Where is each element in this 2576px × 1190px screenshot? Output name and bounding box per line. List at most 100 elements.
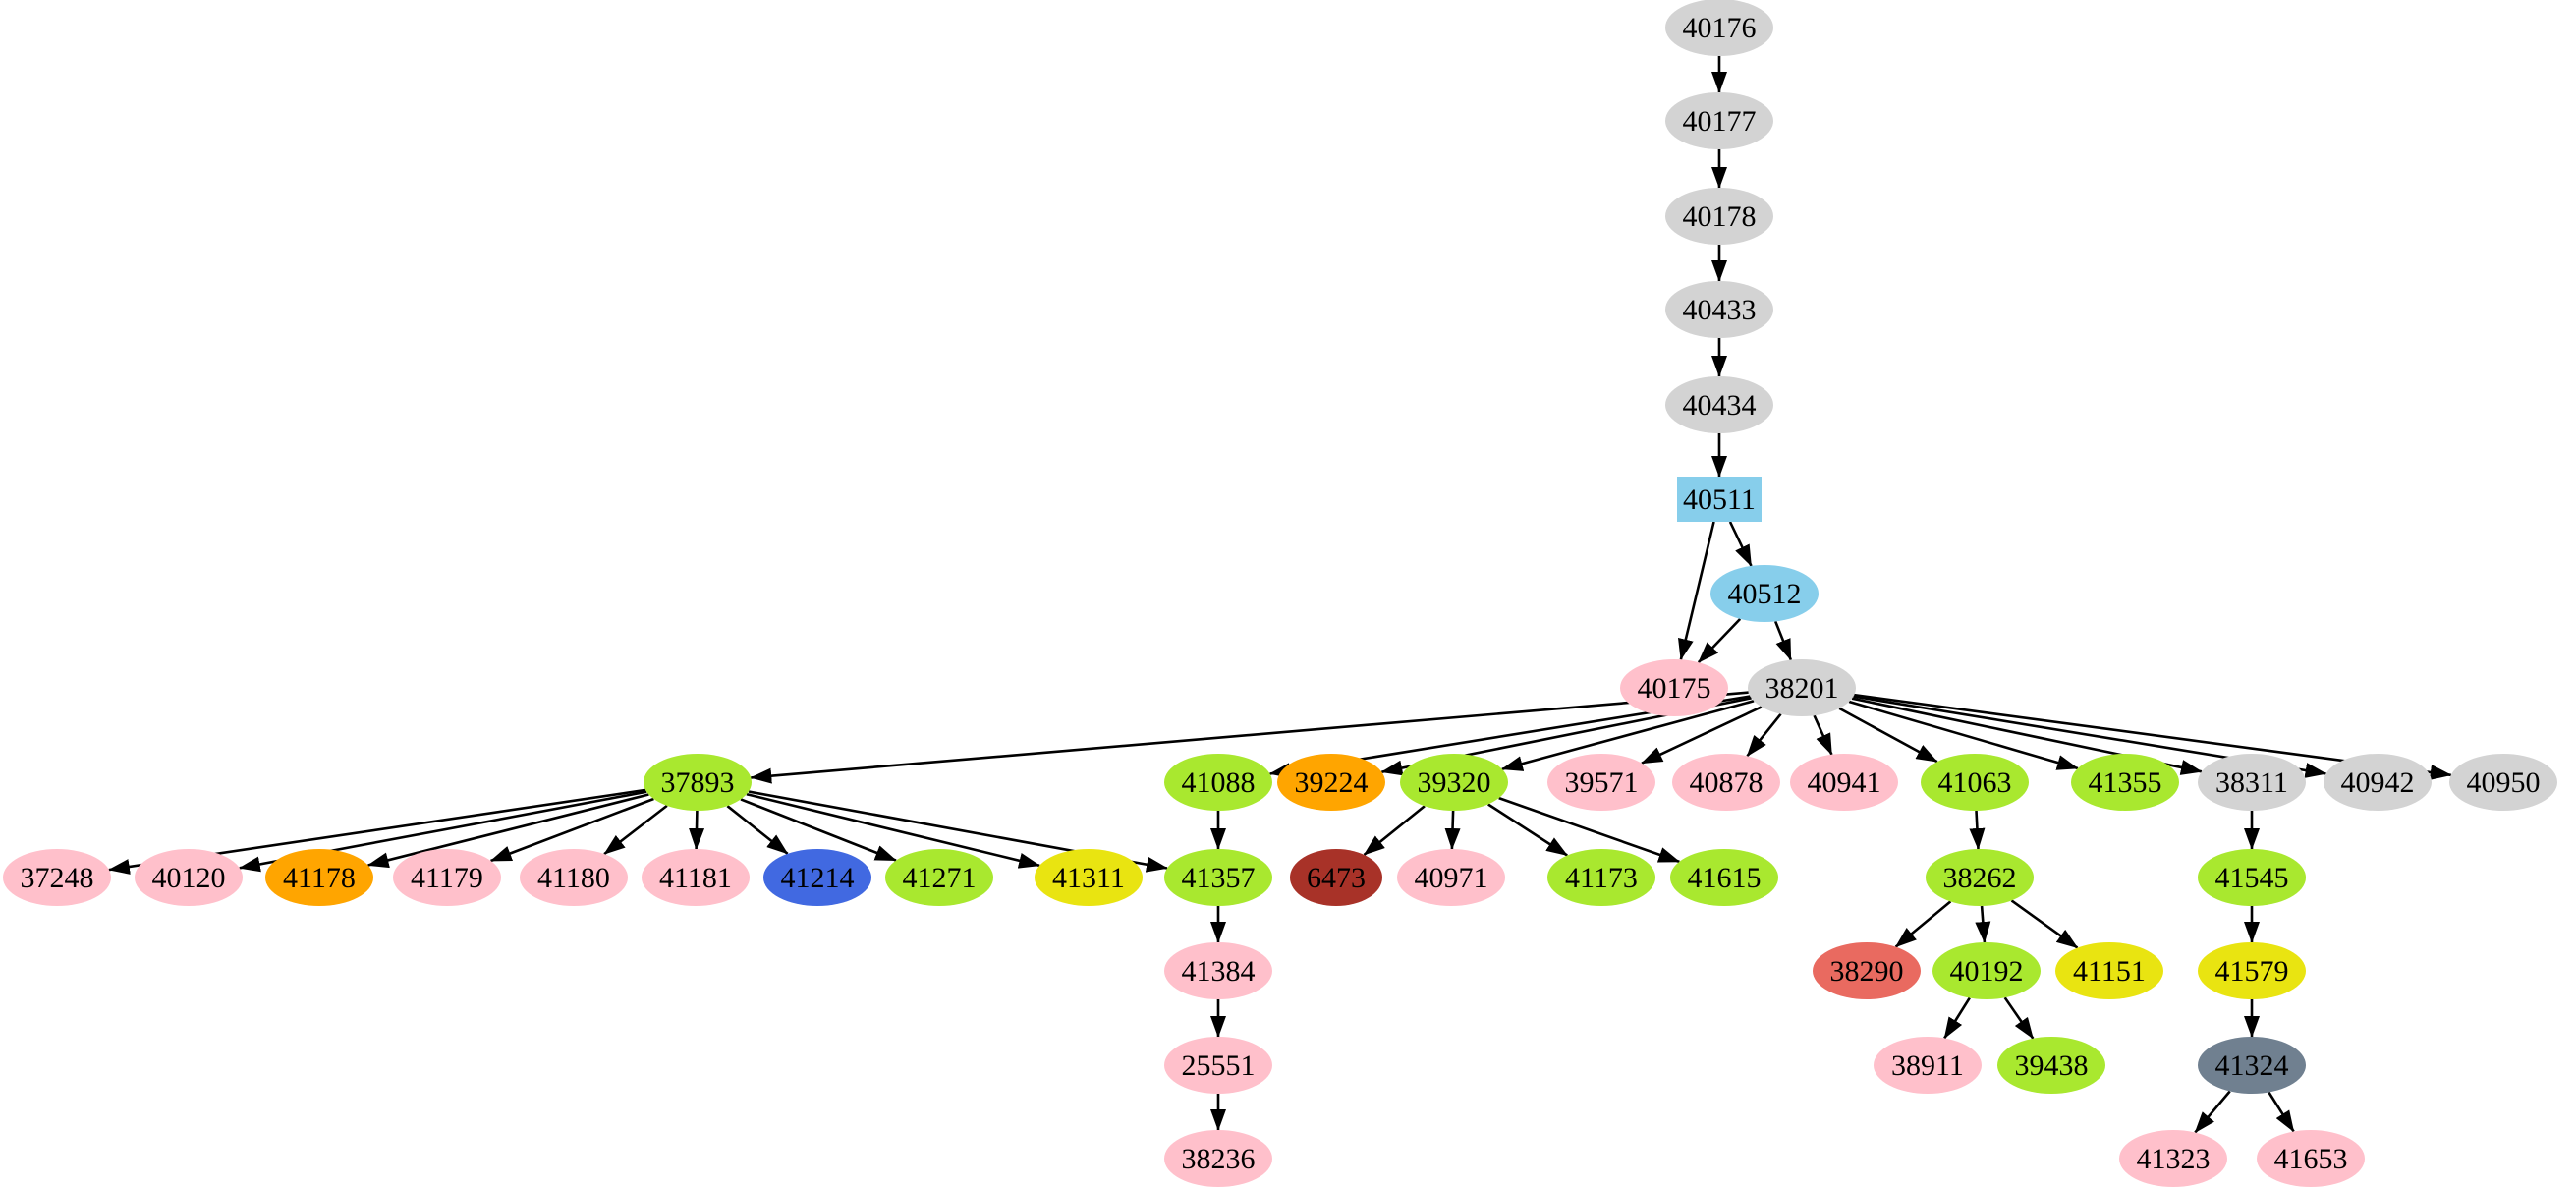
edge-38262-40192 bbox=[1975, 905, 1991, 943]
node-label-37248: 37248 bbox=[21, 862, 94, 894]
node-41311: 41311 bbox=[1035, 849, 1143, 906]
edge-40192-39438 bbox=[2003, 996, 2035, 1040]
node-label-38262: 38262 bbox=[1943, 862, 2017, 894]
node-shape-41355 bbox=[2071, 754, 2179, 811]
node-40177: 40177 bbox=[1665, 92, 1773, 149]
node-shape-40942 bbox=[2324, 754, 2432, 811]
node-41151: 41151 bbox=[2055, 942, 2163, 999]
node-shape-39571 bbox=[1547, 754, 1655, 811]
node-label-40178: 40178 bbox=[1683, 200, 1757, 233]
node-shape-41384 bbox=[1164, 942, 1272, 999]
node-shape-40941 bbox=[1790, 754, 1898, 811]
node-shape-40971 bbox=[1397, 849, 1505, 906]
node-shape-40176 bbox=[1665, 0, 1773, 56]
edge-38201-37893 bbox=[750, 691, 1749, 784]
node-label-40120: 40120 bbox=[152, 862, 226, 894]
node-39571: 39571 bbox=[1547, 754, 1655, 811]
node-39438: 39438 bbox=[1997, 1037, 2105, 1094]
node-label-41323: 41323 bbox=[2137, 1143, 2211, 1175]
node-41178: 41178 bbox=[265, 849, 373, 906]
node-shape-41063 bbox=[1921, 754, 2029, 811]
node-label-38201: 38201 bbox=[1765, 672, 1839, 705]
node-label-41151: 41151 bbox=[2073, 955, 2146, 988]
node-shape-38236 bbox=[1164, 1130, 1272, 1187]
node-shape-6473 bbox=[1290, 849, 1382, 906]
edge-37893-41179 bbox=[489, 797, 654, 863]
node-41355: 41355 bbox=[2071, 754, 2179, 811]
node-40971: 40971 bbox=[1397, 849, 1505, 906]
node-label-41384: 41384 bbox=[1182, 955, 1256, 988]
node-shape-38290 bbox=[1813, 942, 1921, 999]
edge-38201-40878 bbox=[1746, 712, 1782, 758]
edge-40192-38911 bbox=[1943, 996, 1971, 1040]
node-label-40433: 40433 bbox=[1683, 294, 1757, 326]
node-label-41615: 41615 bbox=[1688, 862, 1762, 894]
edge-38262-41151 bbox=[2010, 899, 2079, 949]
node-41214: 41214 bbox=[763, 849, 871, 906]
node-label-41271: 41271 bbox=[903, 862, 977, 894]
edge-40511-40175 bbox=[1678, 521, 1715, 661]
node-41324: 41324 bbox=[2198, 1037, 2306, 1094]
node-38236: 38236 bbox=[1164, 1130, 1272, 1187]
edge-38262-38290 bbox=[1894, 900, 1952, 948]
node-39320: 39320 bbox=[1400, 754, 1508, 811]
node-37248: 37248 bbox=[3, 849, 111, 906]
node-shape-38262 bbox=[1926, 849, 2034, 906]
node-40178: 40178 bbox=[1665, 188, 1773, 245]
node-label-41179: 41179 bbox=[411, 862, 483, 894]
edge-38201-41063 bbox=[1838, 707, 1938, 764]
edge-38201-39320 bbox=[1500, 700, 1755, 771]
node-label-41178: 41178 bbox=[283, 862, 356, 894]
node-label-41181: 41181 bbox=[659, 862, 732, 894]
node-label-40971: 40971 bbox=[1415, 862, 1488, 894]
node-label-41355: 41355 bbox=[2089, 766, 2162, 799]
node-label-39224: 39224 bbox=[1295, 766, 1369, 799]
node-shape-37248 bbox=[3, 849, 111, 906]
node-40511: 40511 bbox=[1677, 477, 1762, 522]
node-41384: 41384 bbox=[1164, 942, 1272, 999]
node-38290: 38290 bbox=[1813, 942, 1921, 999]
node-shape-41151 bbox=[2055, 942, 2163, 999]
node-40950: 40950 bbox=[2449, 754, 2557, 811]
edge-38201-39571 bbox=[1641, 706, 1763, 765]
node-label-40175: 40175 bbox=[1638, 672, 1711, 705]
node-label-6473: 6473 bbox=[1307, 862, 1366, 894]
node-label-40950: 40950 bbox=[2467, 766, 2541, 799]
node-41653: 41653 bbox=[2257, 1130, 2365, 1187]
node-shape-40950 bbox=[2449, 754, 2557, 811]
edge-37893-41214 bbox=[726, 805, 789, 855]
node-shape-39320 bbox=[1400, 754, 1508, 811]
node-40878: 40878 bbox=[1672, 754, 1780, 811]
node-label-40177: 40177 bbox=[1683, 105, 1757, 138]
node-label-40512: 40512 bbox=[1728, 578, 1802, 610]
edge-39320-41615 bbox=[1498, 796, 1681, 864]
node-shape-41579 bbox=[2198, 942, 2306, 999]
node-label-40176: 40176 bbox=[1683, 12, 1757, 44]
node-shape-37893 bbox=[644, 754, 752, 811]
node-41063: 41063 bbox=[1921, 754, 2029, 811]
node-shape-40192 bbox=[1932, 942, 2041, 999]
node-shape-40878 bbox=[1672, 754, 1780, 811]
node-38311: 38311 bbox=[2198, 754, 2306, 811]
node-label-38236: 38236 bbox=[1182, 1143, 1256, 1175]
node-shape-41545 bbox=[2198, 849, 2306, 906]
node-shape-40433 bbox=[1665, 281, 1773, 338]
edge-39320-41173 bbox=[1487, 803, 1569, 857]
node-40512: 40512 bbox=[1710, 565, 1819, 622]
edge-37893-41180 bbox=[603, 804, 668, 856]
node-38201: 38201 bbox=[1748, 659, 1856, 716]
node-label-25551: 25551 bbox=[1182, 1049, 1256, 1082]
node-40175: 40175 bbox=[1620, 659, 1728, 716]
node-shape-25551 bbox=[1164, 1037, 1272, 1094]
node-38911: 38911 bbox=[1874, 1037, 1982, 1094]
node-25551: 25551 bbox=[1164, 1037, 1272, 1094]
node-shape-41214 bbox=[763, 849, 871, 906]
node-41088: 41088 bbox=[1164, 754, 1272, 811]
node-label-40942: 40942 bbox=[2341, 766, 2415, 799]
node-41180: 41180 bbox=[520, 849, 628, 906]
node-shape-38201 bbox=[1748, 659, 1856, 716]
node-shape-38311 bbox=[2198, 754, 2306, 811]
edge-37893-41271 bbox=[740, 798, 897, 862]
edge-40512-40175 bbox=[1697, 618, 1742, 663]
